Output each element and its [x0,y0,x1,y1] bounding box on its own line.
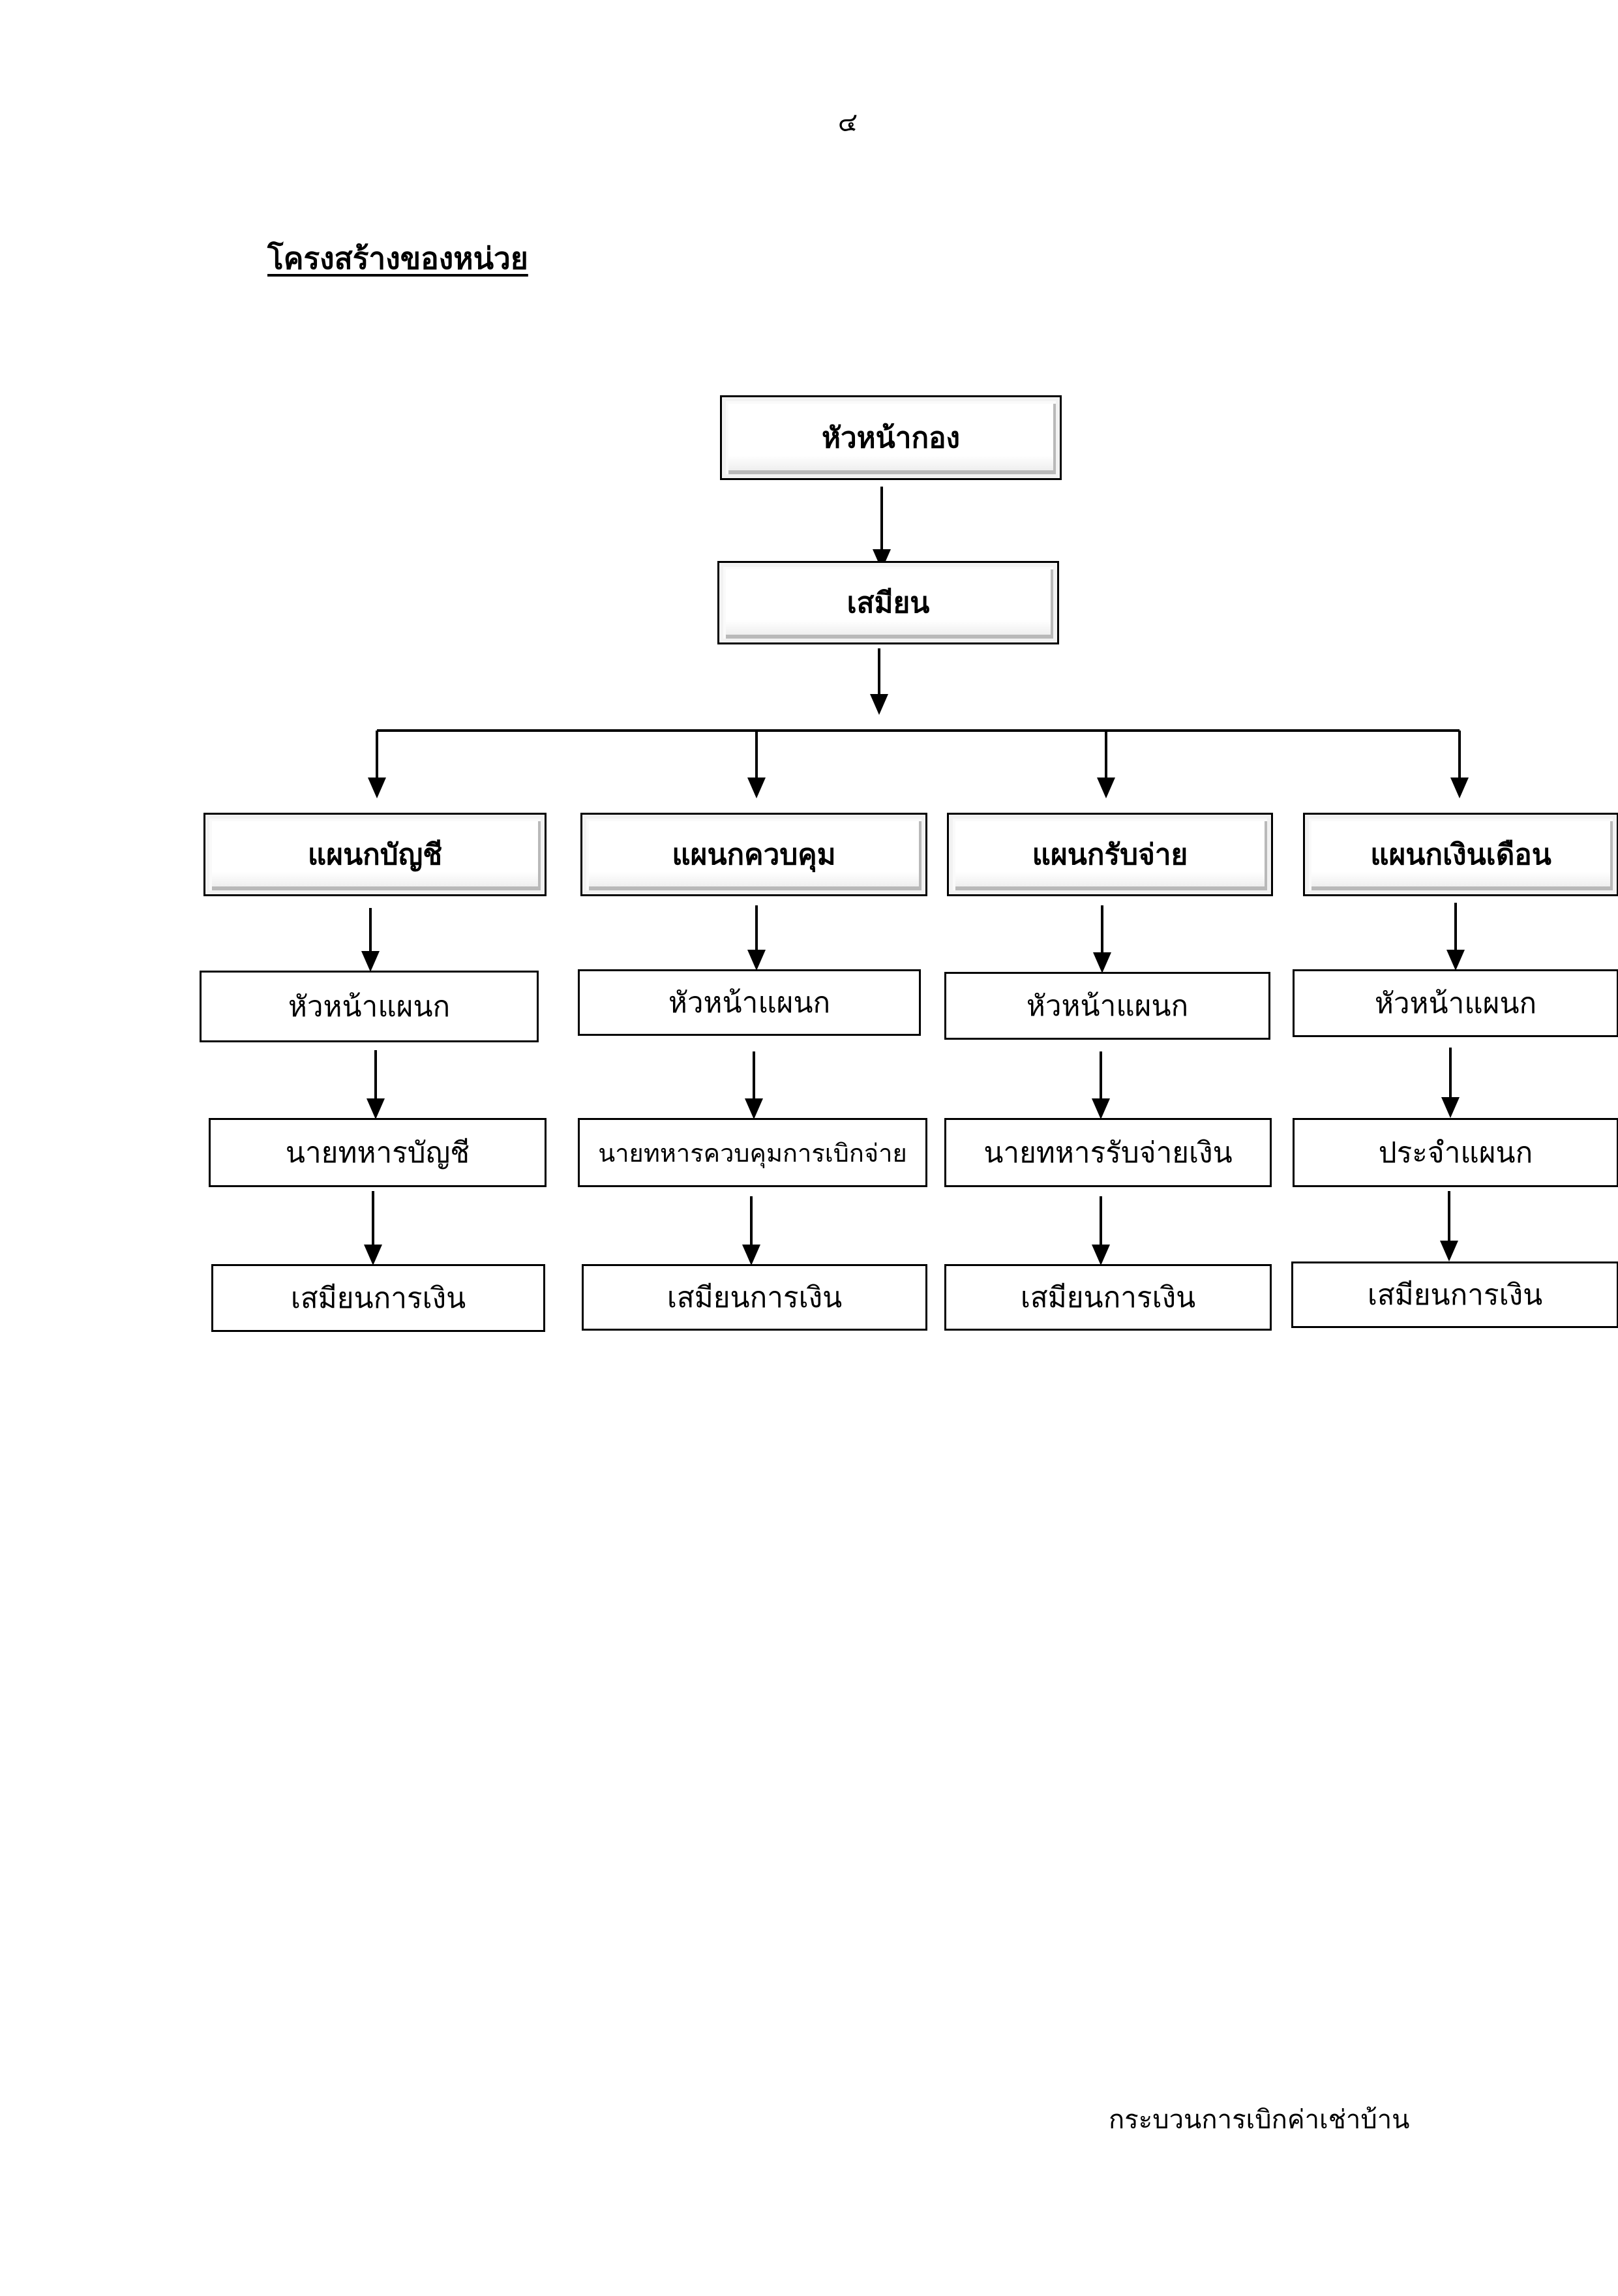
node-label: ประจำแผนก [1378,1136,1533,1170]
col4-arrowhead-2 [1441,1097,1460,1118]
node-label: แผนกเงินเดือน [1370,838,1551,871]
arrowhead-top-to-second [873,549,891,570]
page-heading: โครงสร้างของหน่วย [267,241,528,276]
page-footer: กระบวนการเบิกค่าเช่าบ้าน [1109,2105,1410,2135]
node-label: เสมียนการเงิน [1367,1278,1543,1312]
col3-arrowhead-2 [1092,1098,1110,1119]
node-label: นายทหารรับจ่ายเงิน [983,1136,1233,1170]
node-label: นายทหารควบคุมการเบิกจ่าย [598,1138,907,1168]
node-col1-position-2: นายทหารบัญชี [209,1118,547,1187]
node-label: เสมียน [846,586,930,620]
node-col2-position-3: เสมียนการเงิน [582,1264,927,1331]
col4-arrowhead-3 [1440,1241,1458,1261]
node-label: เสมียนการเงิน [1020,1281,1196,1314]
col1-arrowhead-1 [361,951,380,972]
col4-arrowhead-1 [1446,950,1465,971]
arrowhead-dept-1 [368,778,386,798]
node-col1-position-3: เสมียนการเงิน [211,1264,545,1332]
node-label: เสมียนการเงิน [667,1281,843,1314]
page-number: ๔ [837,108,858,138]
col2-arrowhead-1 [747,950,766,971]
node-col2-position-2: นายทหารควบคุมการเบิกจ่าย [578,1118,927,1187]
arrowhead-dept-3 [1097,778,1115,798]
node-col4-position-1: หัวหน้าแผนก [1293,969,1618,1037]
node-label: นายทหารบัญชี [285,1136,470,1170]
col1-arrowhead-2 [367,1098,385,1119]
node-label: แผนกรับจ่าย [1032,838,1188,871]
col1-arrowhead-3 [364,1245,382,1265]
node-dept-disbursement: แผนกรับจ่าย [947,813,1273,896]
node-label: หัวหน้ากอง [821,421,961,455]
node-dept-payroll: แผนกเงินเดือน [1303,813,1618,896]
node-dept-control: แผนกควบคุม [580,813,927,896]
node-col3-position-3: เสมียนการเงิน [944,1264,1272,1331]
node-col4-position-2: ประจำแผนก [1293,1118,1618,1187]
node-col2-position-1: หัวหน้าแผนก [578,969,921,1036]
node-label: หัวหน้าแผนก [1374,987,1537,1020]
node-col3-position-2: นายทหารรับจ่ายเงิน [944,1118,1272,1187]
arrowhead-dept-2 [747,778,766,798]
node-col4-position-3: เสมียนการเงิน [1291,1261,1618,1328]
node-dept-accounting: แผนกบัญชี [203,813,547,896]
node-label: เสมียนการเงิน [290,1282,466,1315]
arrowhead-second-to-bus [870,694,888,715]
node-clerk: เสมียน [717,561,1059,644]
node-col3-position-1: หัวหน้าแผนก [944,972,1270,1040]
col2-arrowhead-2 [745,1098,763,1119]
node-label: หัวหน้าแผนก [1026,989,1189,1023]
node-col1-position-1: หัวหน้าแผนก [200,971,539,1042]
node-label: แผนกบัญชี [307,838,443,871]
node-label: แผนกควบคุม [672,838,836,871]
node-head-of-division: หัวหน้ากอง [720,395,1062,480]
node-label: หัวหน้าแผนก [288,990,451,1023]
col3-arrowhead-3 [1092,1245,1110,1265]
node-label: หัวหน้าแผนก [668,986,831,1020]
col3-arrowhead-1 [1093,952,1111,973]
arrowhead-dept-4 [1450,778,1469,798]
col2-arrowhead-3 [742,1245,760,1265]
